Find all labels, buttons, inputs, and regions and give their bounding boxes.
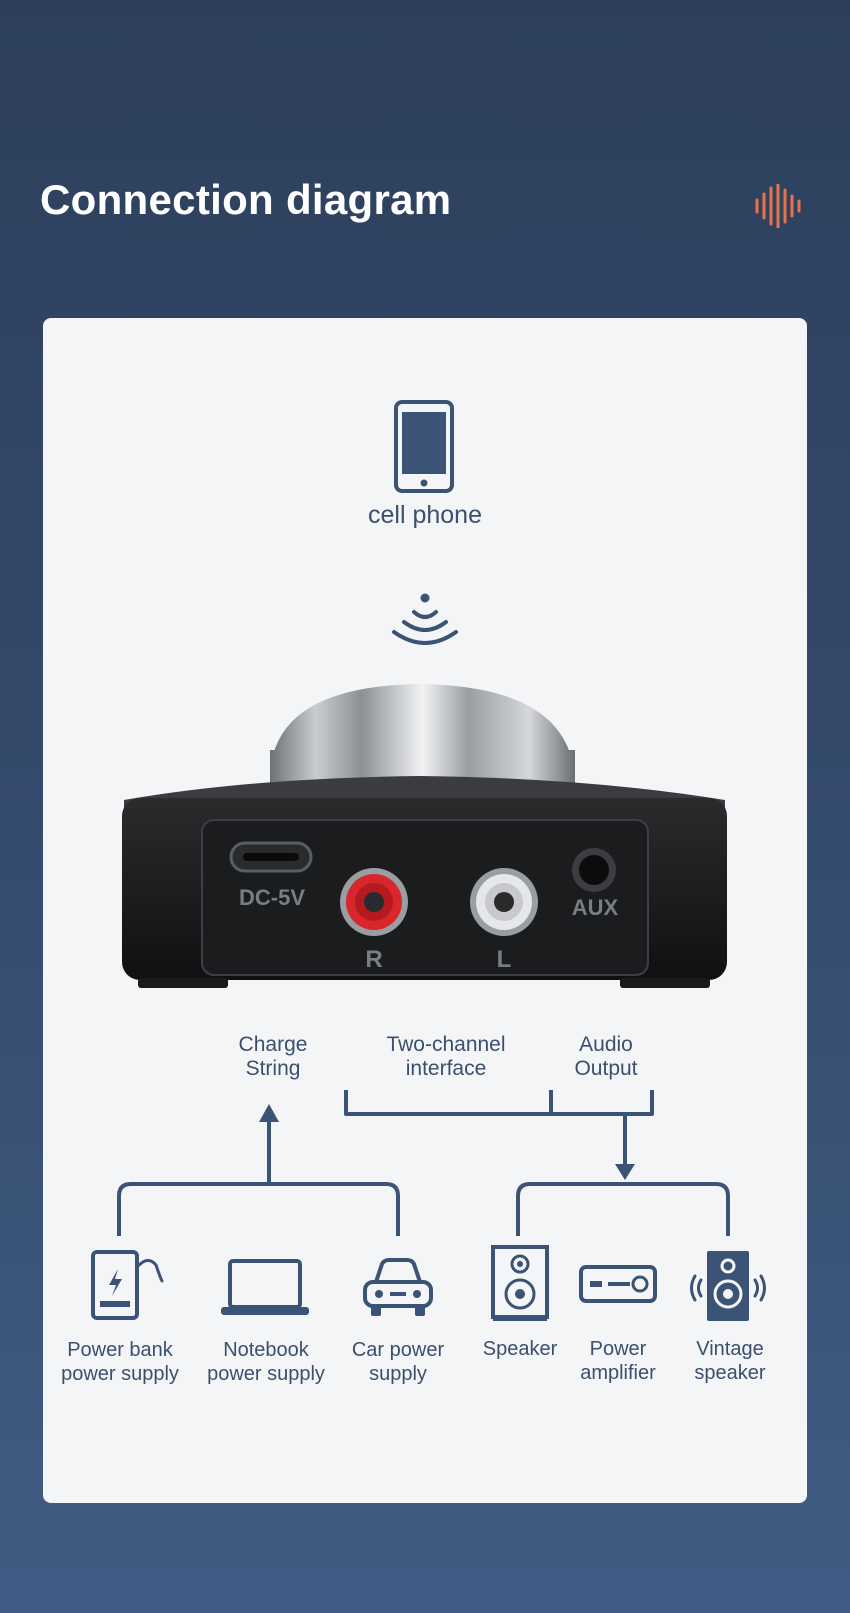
vintage-speaker-icon — [690, 1251, 766, 1321]
usb-c-port-icon — [229, 841, 313, 873]
charge-string-label: Charge String — [238, 1033, 308, 1080]
vintage-speaker-label: Vintage speaker — [694, 1338, 766, 1384]
dc-port-label: DC-5V — [238, 885, 305, 910]
cell-phone-label: cell phone — [368, 501, 482, 529]
car-power-label: Car power supply — [351, 1339, 445, 1385]
page-title: Connection diagram — [40, 176, 452, 223]
rca-left-port-icon — [470, 868, 538, 936]
aux-port-label: AUX — [571, 895, 619, 920]
two-channel-interface-label: Two-channel interface — [386, 1033, 506, 1080]
speaker-label: Speaker — [482, 1338, 558, 1360]
speaker-icon — [491, 1245, 549, 1321]
rca-right-port-icon — [340, 868, 408, 936]
right-channel-label: R — [365, 946, 383, 973]
wireless-signal-icon — [392, 593, 458, 645]
power-bank-label: Power bank power supply — [61, 1339, 179, 1385]
audio-output-label: Audio Output — [574, 1033, 638, 1080]
amplifier-icon — [579, 1265, 657, 1303]
sound-wave-icon — [755, 184, 801, 228]
smartphone-icon — [394, 400, 454, 493]
power-amplifier-label: Power amplifier — [580, 1338, 656, 1384]
car-icon — [363, 1258, 433, 1316]
laptop-icon — [221, 1259, 309, 1315]
left-channel-label: L — [496, 946, 512, 973]
notebook-label: Notebook power supply — [207, 1339, 325, 1385]
power-bank-icon — [91, 1250, 164, 1320]
aux-port-icon — [572, 848, 616, 892]
